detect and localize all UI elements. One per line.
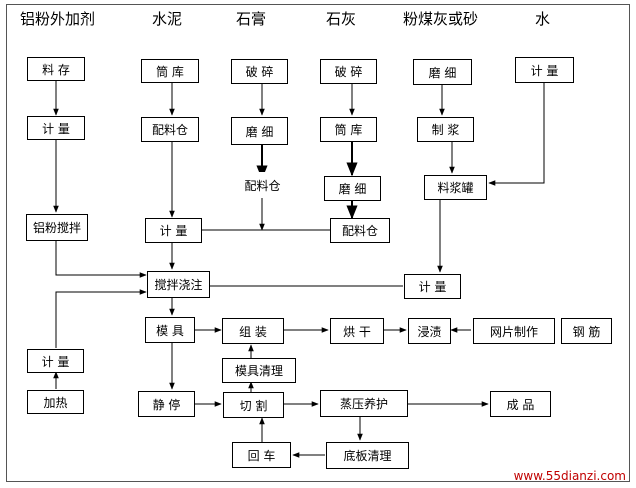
column-header-water: 水: [535, 10, 551, 28]
node-huiche: 回 车: [232, 442, 291, 468]
node-tongku-lime: 筒 库: [320, 117, 377, 142]
node-diban-qingli: 底板清理: [326, 442, 409, 469]
column-header-lime: 石灰: [326, 10, 357, 28]
edge-water-liaojiangguan: [488, 82, 545, 186]
column-header-gypsum: 石膏: [236, 10, 267, 28]
node-liaocun: 料 存: [27, 57, 85, 81]
node-zuzhuang: 组 装: [222, 318, 284, 344]
node-peiliaocang-cement: 配料仓: [141, 117, 199, 142]
node-jiliang-heat: 计 量: [27, 349, 84, 373]
node-moxi-ash: 磨 细: [413, 59, 472, 85]
node-moxi-gypsum: 磨 细: [231, 117, 288, 145]
node-zhengya-yanghu: 蒸压养护: [320, 390, 408, 417]
node-posui-lime: 破 碎: [320, 59, 377, 84]
column-header-cement: 水泥: [152, 10, 183, 28]
node-jiliang-water: 计 量: [515, 57, 574, 83]
watermark: www.55dianzi.com: [513, 469, 626, 483]
column-header-flyash-sand: 粉煤灰或砂: [403, 10, 479, 28]
node-jiliang-center: 计 量: [145, 218, 202, 243]
edge-lvfen-jiaoban: [55, 240, 147, 278]
node-tongku-cement: 筒 库: [141, 59, 199, 83]
node-zhijiang: 制 浆: [417, 117, 474, 142]
diagram-frame: [6, 4, 630, 482]
node-mojuqingli: 模具清理: [222, 358, 296, 383]
node-jiliang-slurry: 计 量: [404, 274, 461, 299]
node-peiliaocang-gypsum: 配料仓: [233, 172, 292, 198]
node-peiliaocang-lime: 配料仓: [330, 218, 390, 243]
node-jiliang-aluminum: 计 量: [27, 116, 85, 140]
edge-jiliang-jiaoban: [55, 289, 147, 348]
node-jingting: 静 停: [138, 391, 195, 417]
node-posui-gypsum: 破 碎: [231, 59, 288, 84]
node-moxi-lime: 磨 细: [324, 176, 381, 201]
node-qiege: 切 割: [223, 392, 284, 418]
node-chengpin: 成 品: [490, 391, 551, 417]
node-moju: 模 具: [145, 317, 195, 343]
node-wangpian-zhizuo: 网片制作: [473, 318, 555, 344]
node-liaojiangguan: 料浆罐: [424, 175, 487, 200]
node-jinzi: 浸渍: [408, 318, 451, 344]
node-lvfen-jiaoban: 铝粉搅拌: [26, 214, 88, 241]
node-jiaoban-jiaozhu: 搅拌浇注: [147, 271, 210, 298]
node-honggan: 烘 干: [330, 318, 384, 344]
column-header-aluminum: 铝粉外加剂: [20, 10, 96, 28]
node-gangjin: 钢 筋: [561, 318, 612, 344]
node-jiare: 加热: [27, 390, 84, 414]
